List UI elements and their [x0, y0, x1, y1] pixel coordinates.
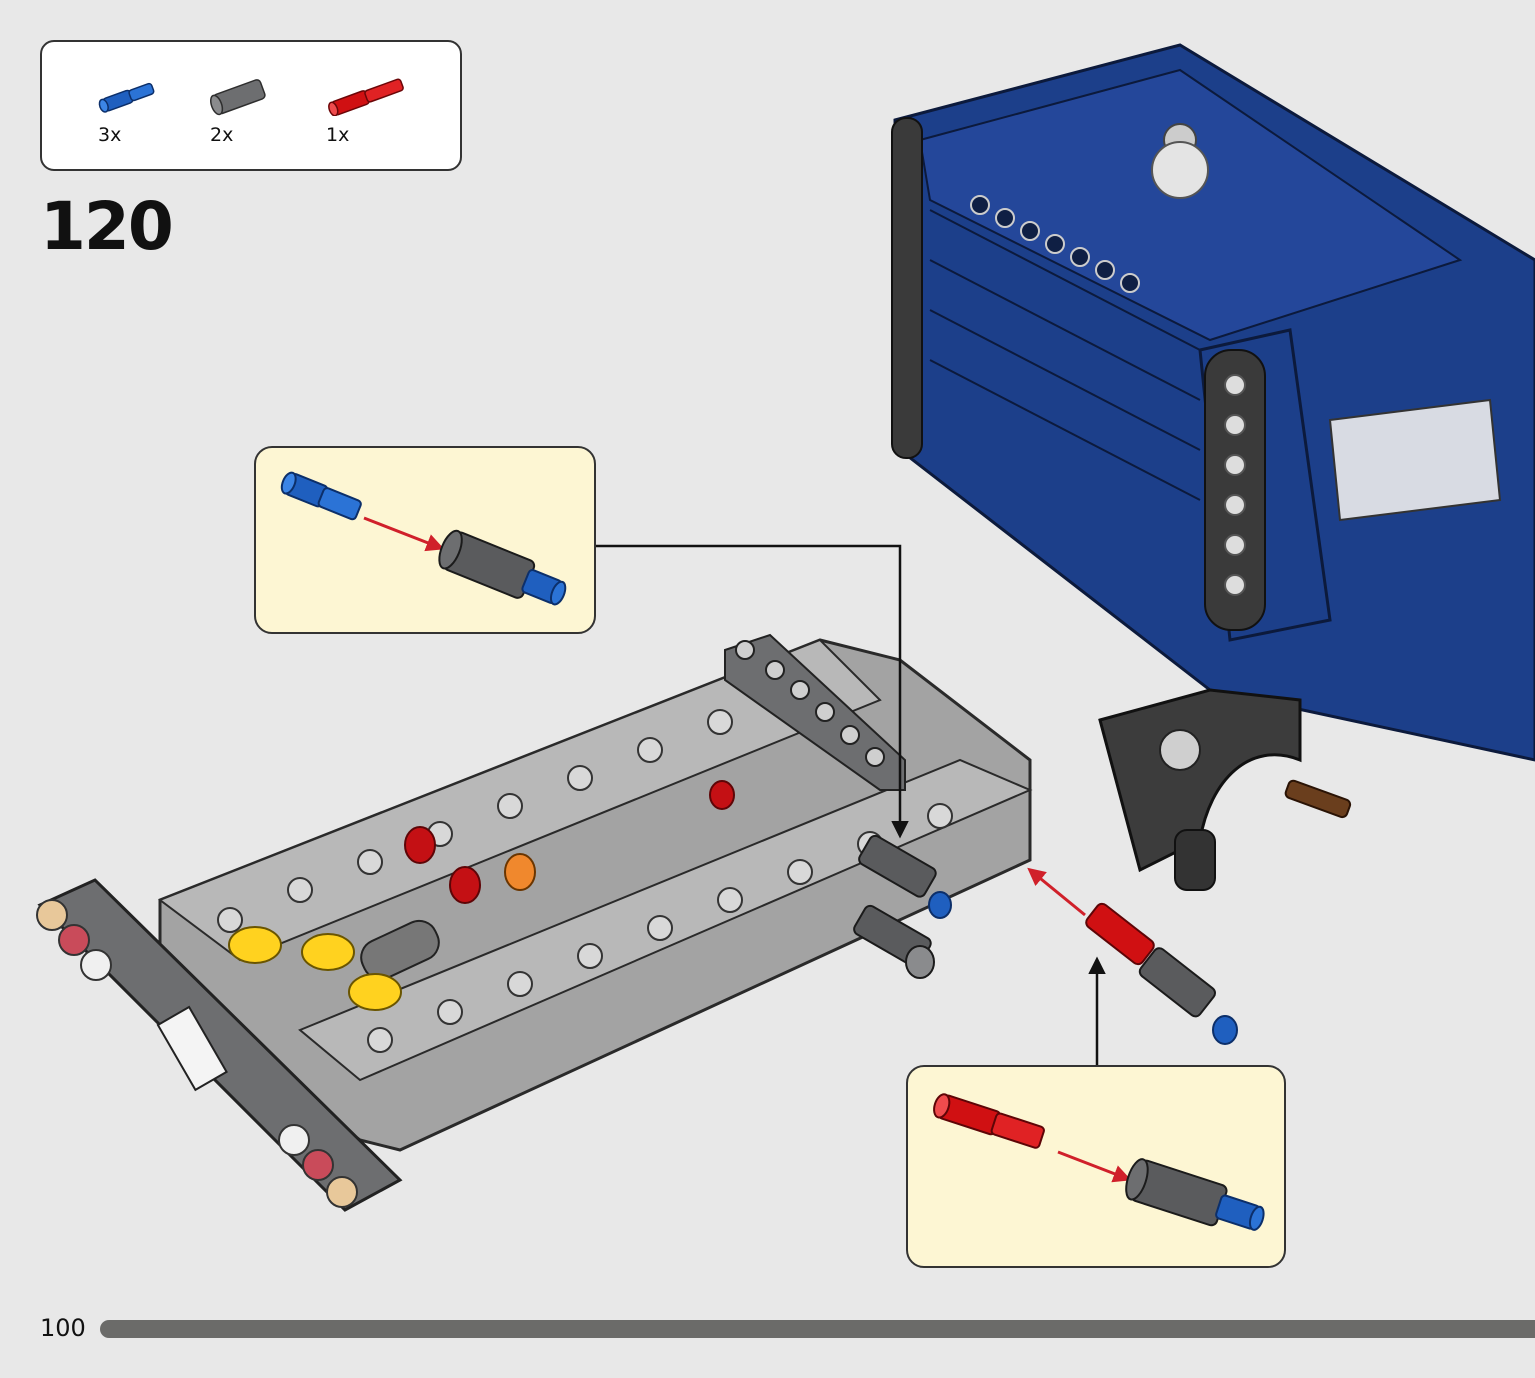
callout-leader-1: [596, 544, 909, 839]
installed-connectors: [853, 834, 952, 979]
model-illustration: [36, 43, 1535, 1212]
blue-axle-pin-icon: [98, 82, 155, 113]
callout-red-pin: [906, 1065, 1286, 1268]
progress-bar: [100, 1320, 1535, 1338]
truck-cab: [891, 43, 1535, 762]
callout-blue-pin: [254, 446, 596, 634]
parts-list-box: 3x 2x 1x: [40, 40, 462, 171]
dark-gray-axle-connector-qty: 2x: [210, 124, 234, 146]
step-number: 120: [40, 188, 174, 265]
blue-axle-pin-part: 3x: [94, 76, 174, 156]
page-number: 100: [40, 1314, 86, 1342]
blue-pin-into-connector-icon: [280, 471, 567, 606]
red-pin-into-connector-icon: [933, 1093, 1265, 1231]
dark-gray-axle-connector-icon: [210, 79, 266, 116]
dark-gray-axle-connector-part: 2x: [206, 76, 286, 156]
blue-axle-pin-qty: 3x: [98, 124, 122, 146]
chassis-frame: [157, 633, 1033, 1152]
insert-arrow-red: [1027, 867, 1086, 917]
red-axle-pin-qty: 1x: [326, 124, 350, 146]
red-pin-assembly: [1085, 902, 1238, 1045]
rear-bumper: [36, 878, 403, 1212]
cab-mount: [1098, 688, 1352, 891]
red-axle-pin-part: 1x: [324, 76, 404, 156]
red-axle-pin-icon: [328, 78, 404, 116]
